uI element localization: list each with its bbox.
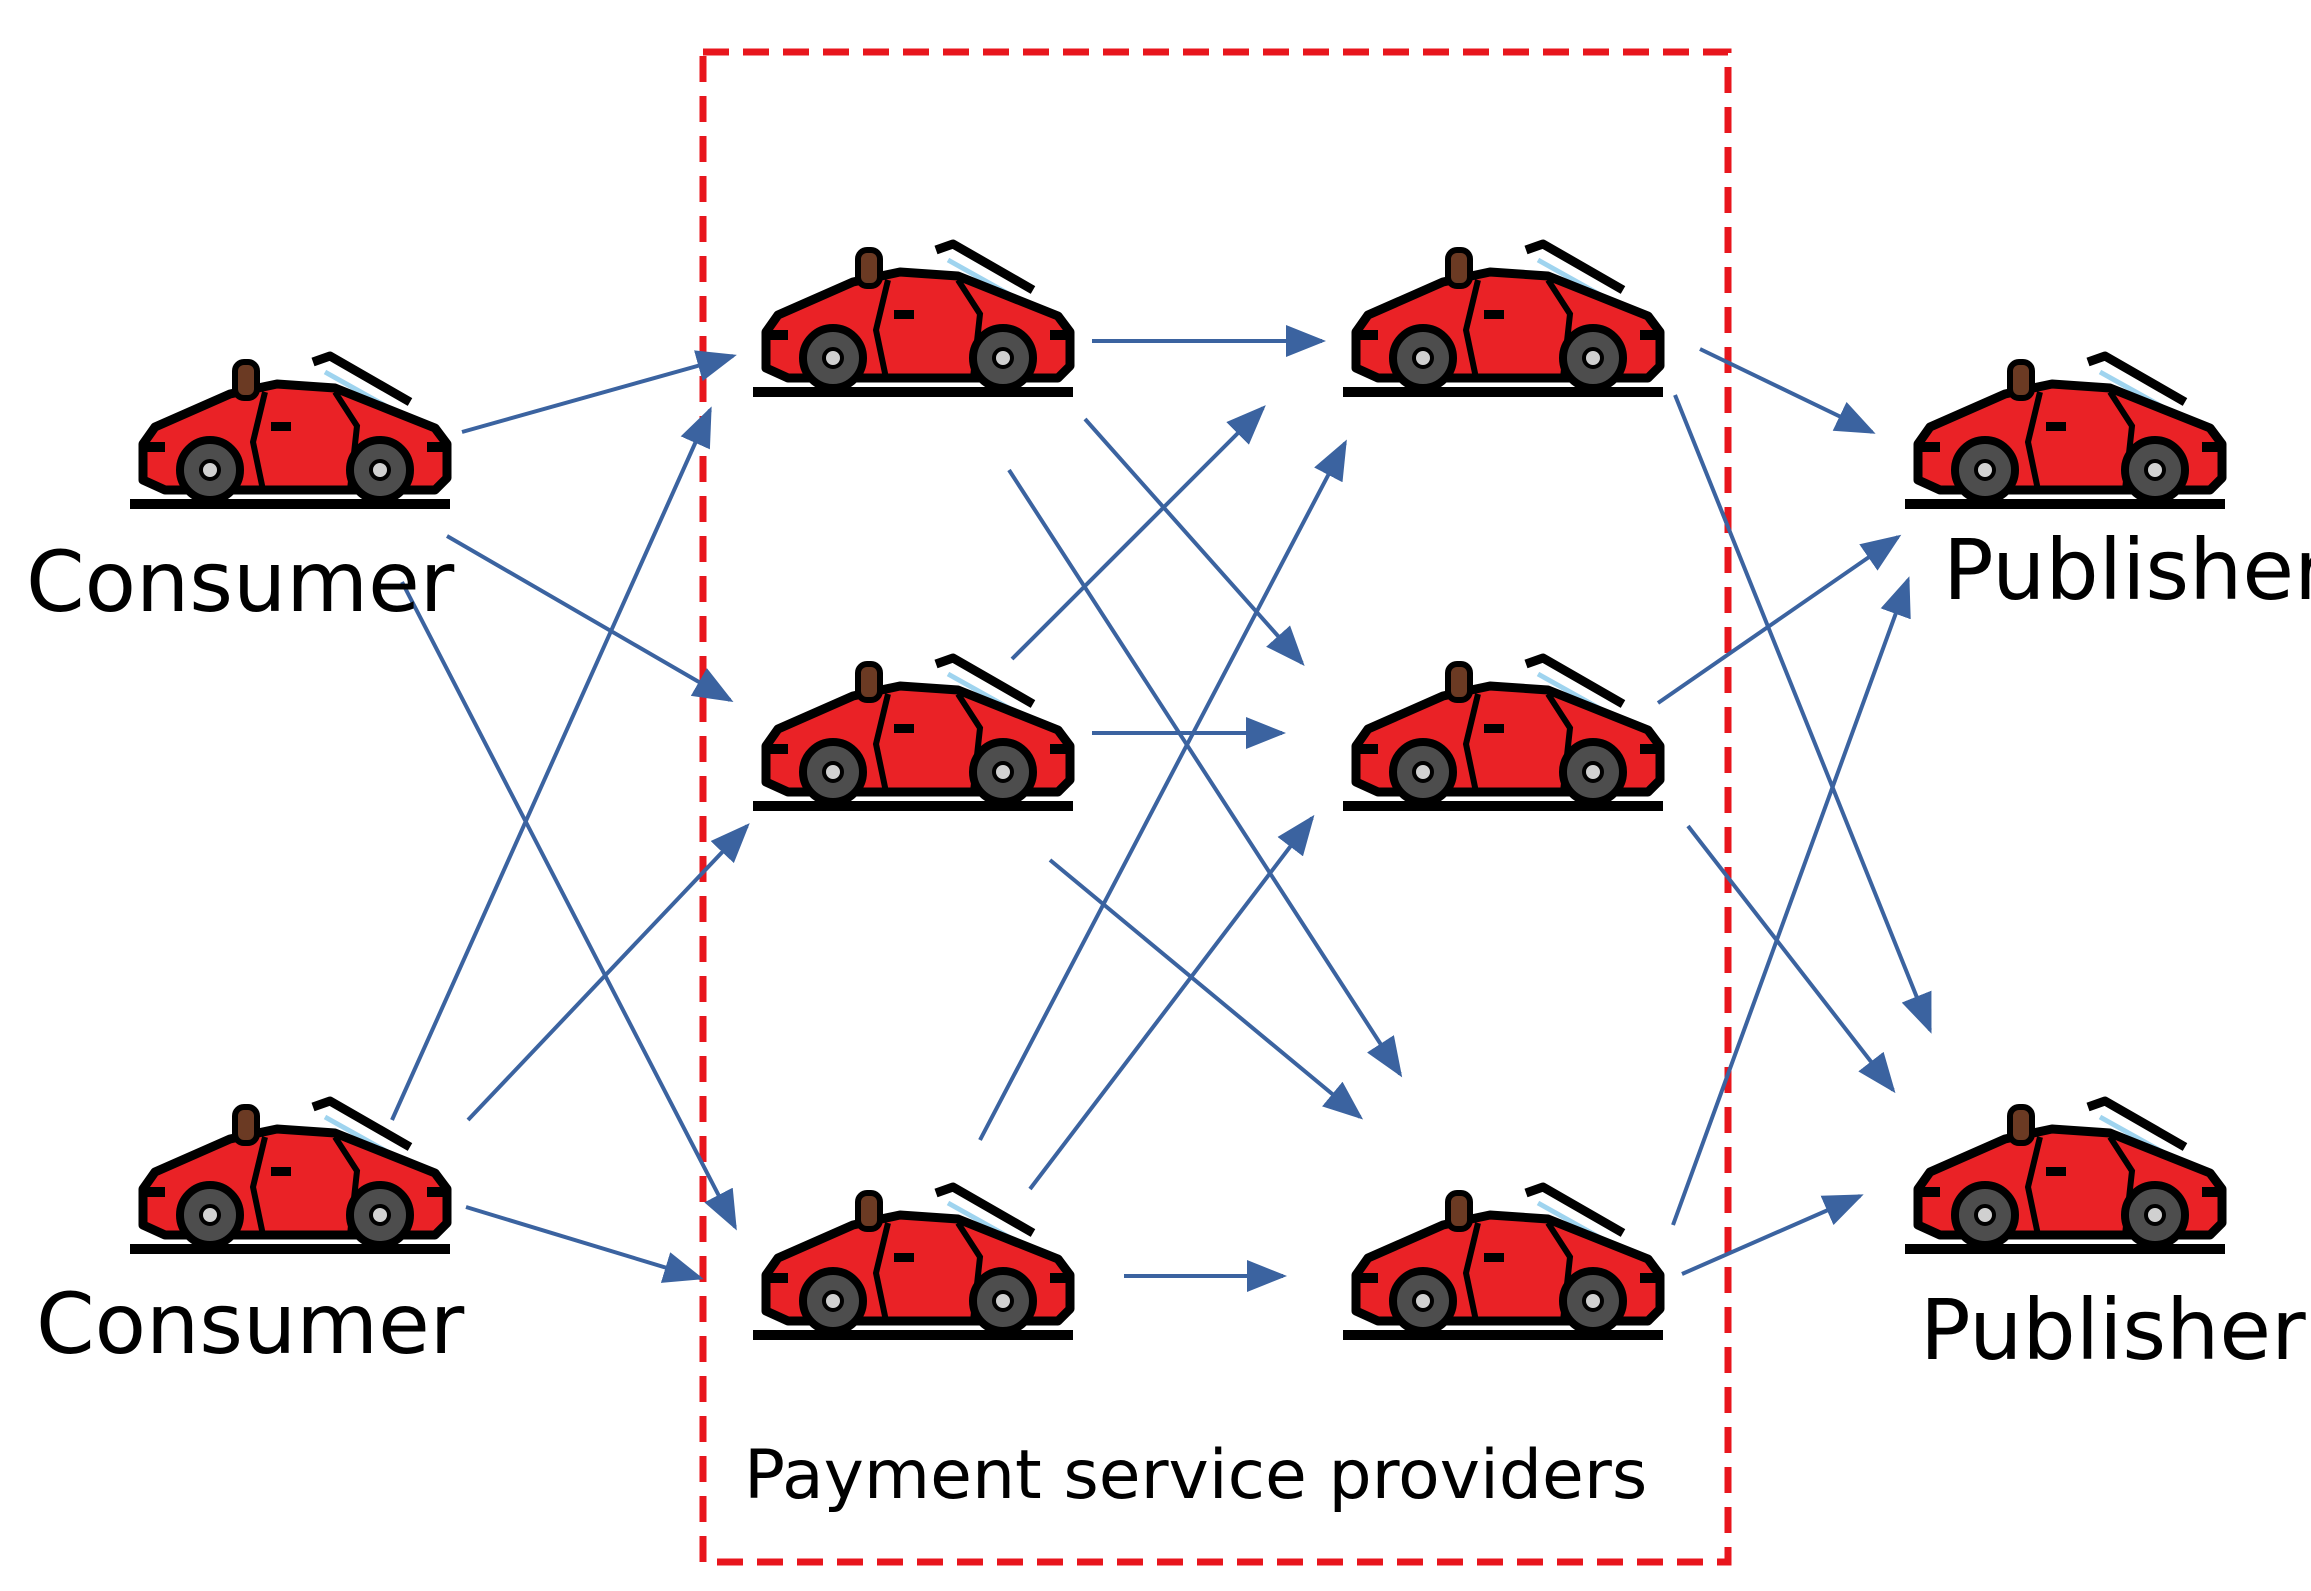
publisher-top-label: Publisher — [1943, 521, 2311, 619]
arrow — [1007, 468, 1403, 1078]
provider-1-car-icon — [753, 244, 1073, 397]
arrow — [1083, 417, 1305, 666]
provider-5-car-icon — [1343, 658, 1663, 811]
provider-6-car-icon — [1343, 1187, 1663, 1340]
arrow — [465, 1205, 704, 1283]
arrow — [1048, 858, 1364, 1120]
arrows-group — [390, 325, 1932, 1292]
consumer-bottom-label: Consumer — [36, 1275, 465, 1373]
payment-service-providers-box — [699, 48, 1732, 1566]
arrow — [1028, 814, 1315, 1191]
publisher-bottom-car-icon — [1905, 1101, 2225, 1254]
arrow — [1010, 405, 1266, 661]
provider-3-car-icon — [753, 1187, 1073, 1340]
publisher-bottom-label: Publisher — [1920, 1281, 2306, 1379]
arrow — [445, 534, 734, 703]
consumer-bottom-car-icon — [130, 1101, 450, 1254]
arrow — [390, 406, 712, 1121]
arrow — [400, 581, 737, 1231]
consumer-top-label: Consumer — [26, 533, 455, 631]
arrow — [466, 823, 750, 1122]
provider-2-car-icon — [753, 658, 1073, 811]
arrow — [1671, 576, 1911, 1226]
consumer-top-car-icon — [130, 356, 450, 509]
arrow — [1673, 394, 1932, 1034]
provider-4-car-icon — [1343, 244, 1663, 397]
publisher-top-car-icon — [1905, 356, 2225, 509]
payment-service-providers-label: Payment service providers — [744, 1436, 1648, 1515]
arrow — [1699, 347, 1876, 434]
arrow — [1681, 1194, 1864, 1276]
arrow — [461, 350, 737, 434]
arrow — [1686, 824, 1896, 1094]
arrow — [1656, 534, 1902, 705]
arrow — [978, 439, 1347, 1141]
